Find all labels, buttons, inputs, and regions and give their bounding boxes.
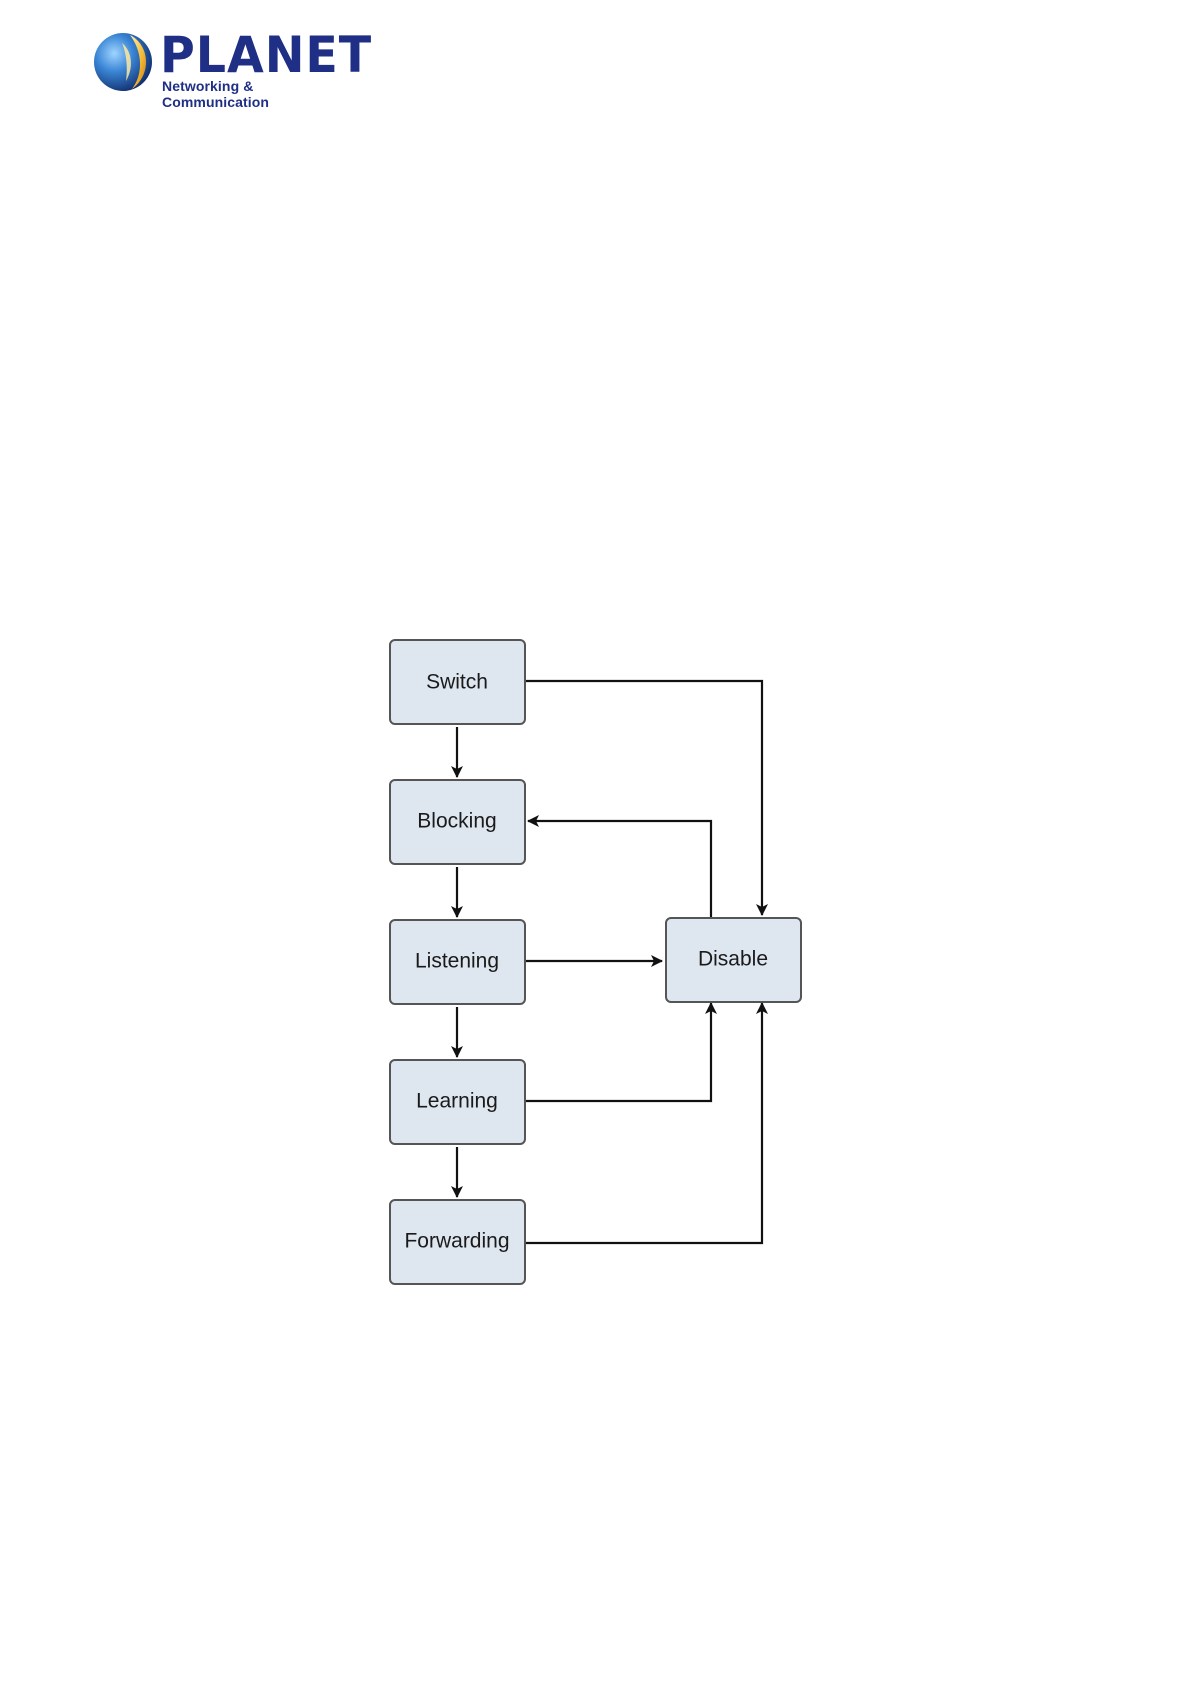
- edge-learning-to-disable: [525, 1003, 711, 1101]
- edge-switch-to-disable: [525, 681, 762, 915]
- edge-forwarding-to-disable: [525, 1003, 762, 1243]
- node-disable: Disable: [666, 918, 801, 1002]
- node-label: Learning: [416, 1090, 498, 1113]
- node-label: Blocking: [417, 810, 496, 833]
- node-label: Listening: [415, 950, 499, 973]
- node-forwarding: Forwarding: [390, 1200, 525, 1284]
- node-blocking: Blocking: [390, 780, 525, 864]
- node-label: Switch: [426, 671, 488, 694]
- node-listening: Listening: [390, 920, 525, 1004]
- node-label: Forwarding: [404, 1230, 509, 1253]
- edge-disable-to-blocking: [528, 821, 711, 917]
- node-switch: Switch: [390, 640, 525, 724]
- node-learning: Learning: [390, 1060, 525, 1144]
- node-label: Disable: [698, 948, 768, 971]
